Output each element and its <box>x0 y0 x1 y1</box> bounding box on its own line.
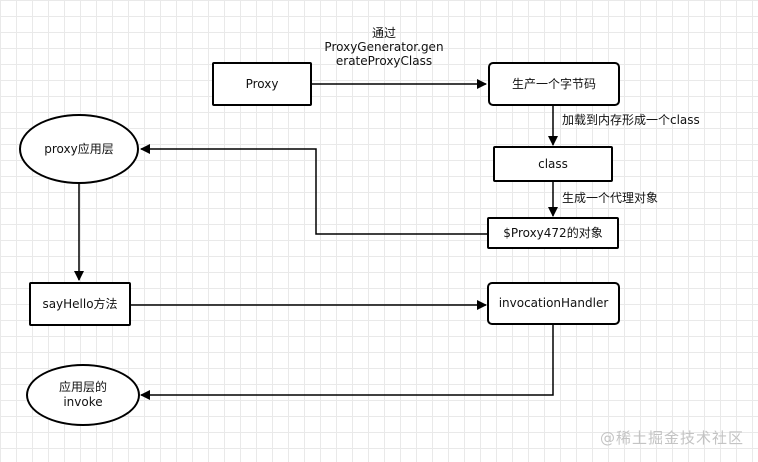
class-node-label: class <box>538 156 568 171</box>
sayhello-node: sayHello方法 <box>29 282 131 326</box>
proxy-node-label: Proxy <box>245 76 279 91</box>
bytecode-node: 生产一个字节码 <box>488 62 620 106</box>
class-node: class <box>493 146 613 182</box>
proxy-layer-node: proxy应用层 <box>19 114 139 184</box>
bytecode-node-label: 生产一个字节码 <box>511 76 596 91</box>
invoke-node: 应用层的 invoke <box>26 364 140 426</box>
via-edge-label-line3: erateProxyClass <box>335 54 433 68</box>
proxy472-node: $Proxy472的对象 <box>487 217 619 249</box>
invoke-node-label-line1: 应用层的 <box>58 380 107 394</box>
watermark: @稀土掘金技术社区 <box>599 429 744 447</box>
via-edge-label-line2: ProxyGenerator.gen <box>324 40 444 54</box>
edge-handler-to-invoke <box>140 325 554 400</box>
gen-proxy-edge-label: 生成一个代理对象 <box>562 191 659 205</box>
proxy-layer-node-label: proxy应用层 <box>44 141 114 156</box>
load-edge-label: 加载到内存形成一个class <box>562 113 700 127</box>
edge-proxy472-to-proxylayer <box>140 144 487 235</box>
sayhello-node-label: sayHello方法 <box>42 296 118 311</box>
proxy-node: Proxy <box>212 62 312 106</box>
handler-node: invocationHandler <box>487 282 620 325</box>
via-edge-label-line1: 通过 <box>371 26 396 40</box>
proxy472-node-label: $Proxy472的对象 <box>503 225 603 240</box>
invoke-node-label-line2: invoke <box>63 395 103 409</box>
handler-node-label: invocationHandler <box>498 296 609 310</box>
via-edge-label: 通过 ProxyGenerator.gen erateProxyClass <box>316 26 452 68</box>
